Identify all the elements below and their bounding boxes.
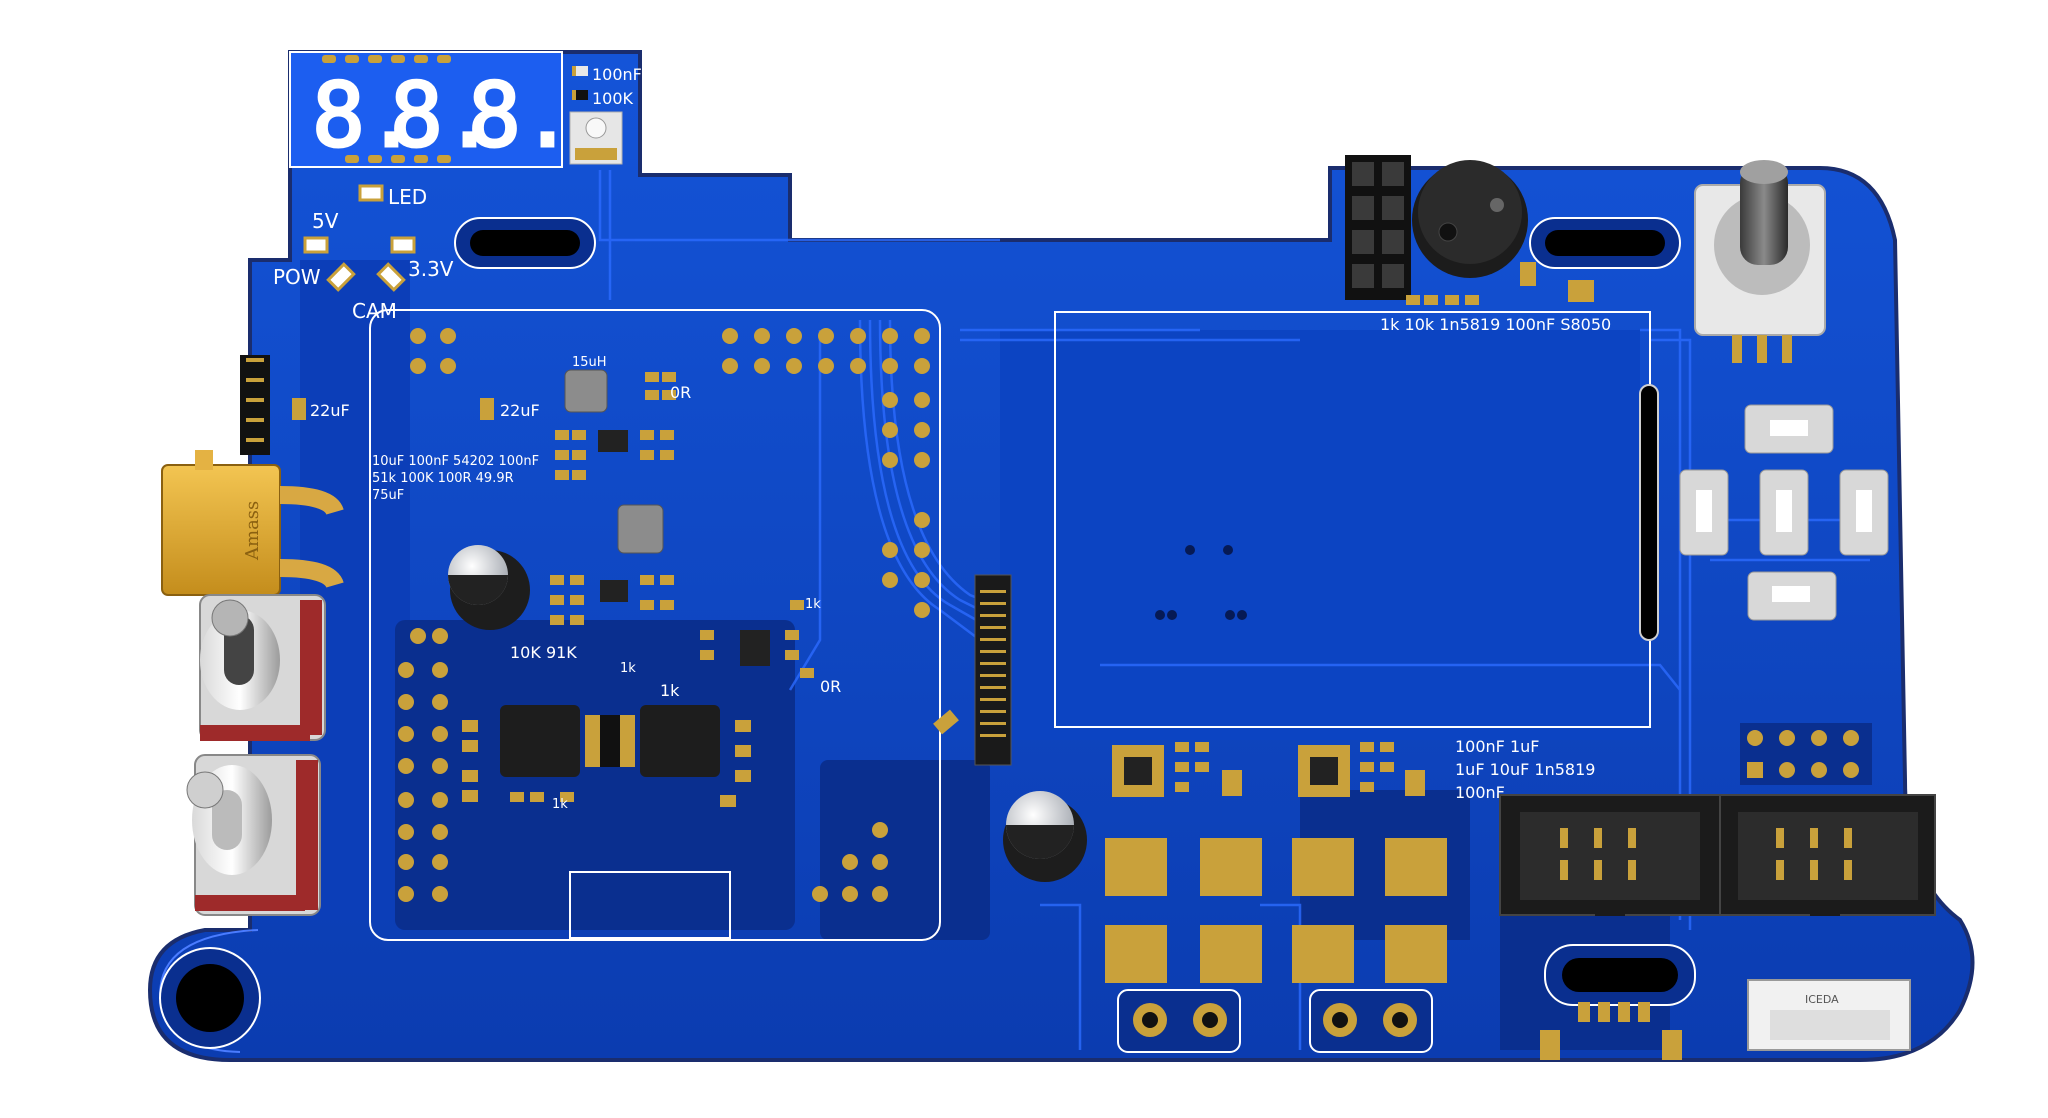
silk-driver-bom1: 100nF 1uF [1455, 737, 1540, 756]
power-module-header-right [722, 328, 930, 902]
display-digit-3: 8. [468, 64, 574, 167]
silk-bom-line1: 10uF 100nF 54202 100nF [372, 454, 539, 469]
silk-100nf-top: 100nF [592, 65, 642, 84]
traces [598, 170, 1870, 1050]
silk-5v: 5V [312, 209, 339, 233]
jst-connector[interactable]: ICEDA [1747, 979, 1911, 1051]
silk-pow: POW [273, 265, 321, 289]
silk-3v3: 3.3V [408, 257, 454, 281]
motor-driver-2 [1292, 742, 1447, 1053]
silk-cam: CAM [352, 299, 397, 323]
tactile-button-right[interactable] [1839, 469, 1889, 556]
silk-1k-bottom: 1k [552, 797, 568, 812]
mounting-slots [454, 217, 1696, 1006]
seven-segment-display: 8. 8. 8. [289, 51, 575, 169]
silk-22uf-mid: 22uF [500, 401, 540, 420]
tactile-button-down[interactable] [1747, 571, 1837, 621]
silk-driver-bom2: 1uF 10uF 1n5819 [1455, 760, 1595, 779]
buzzer-support-parts [1406, 262, 1594, 305]
xt60-brand: Amass [242, 501, 263, 561]
silk-0r-top: 0R [670, 383, 691, 402]
silk-1k-a: 1k [805, 597, 821, 612]
xt60-connector[interactable]: Amass [161, 450, 344, 596]
cap-22uf-left [292, 398, 306, 420]
electrolytic-capacitor-2 [1003, 791, 1087, 882]
slot-vertical [1639, 384, 1659, 641]
buzzer [1412, 160, 1528, 278]
silk-1k-c: 1k [660, 681, 680, 700]
silk-15uh: 15uH [572, 355, 607, 370]
silk-22uf-left: 22uF [310, 401, 350, 420]
pin-header-buzzer[interactable] [1345, 155, 1411, 300]
silk-10k-91k: 10K 91K [510, 643, 577, 662]
display-digit-2: 8. [390, 64, 496, 167]
mounting-hole [159, 947, 261, 1049]
motor-driver-1 [1105, 742, 1262, 1053]
silk-100k-top: 100K [592, 89, 634, 108]
fpc-connector[interactable] [933, 574, 1012, 766]
silk-bom-line2: 51k 100K 100R 49.9R [372, 471, 514, 486]
pin-header-right [1740, 723, 1872, 785]
toggle-switch-1[interactable] [199, 594, 326, 741]
pin-header-left[interactable] [240, 355, 270, 455]
jst-label: ICEDA [1805, 993, 1839, 1006]
vias [1155, 545, 1247, 620]
silk-bom-line3: 75uF [372, 488, 404, 503]
tactile-button-left[interactable] [1679, 469, 1729, 556]
idc-connector-2[interactable] [1719, 794, 1936, 916]
display-digit-1: 8. [312, 64, 418, 167]
silk-driver-bom3: 100nF [1455, 783, 1505, 802]
power-module-parts [448, 369, 814, 807]
silk-led: LED [388, 185, 427, 209]
status-leds [303, 184, 416, 292]
silk-1k-b: 1k [620, 661, 636, 676]
display-support-parts [569, 66, 623, 165]
tactile-button-center[interactable] [1759, 469, 1809, 556]
silk-buzzer-bom: 1k 10k 1n5819 100nF S8050 [1380, 315, 1611, 334]
idc-connector-1[interactable] [1499, 794, 1721, 916]
rotary-encoder[interactable] [1694, 160, 1826, 363]
toggle-switch-2[interactable] [186, 754, 321, 916]
silk-0r-mid: 0R [820, 677, 841, 696]
power-module-header-pins [398, 328, 456, 902]
tactile-button-up[interactable] [1744, 404, 1834, 454]
smd-connector-pads [1540, 1002, 1682, 1060]
